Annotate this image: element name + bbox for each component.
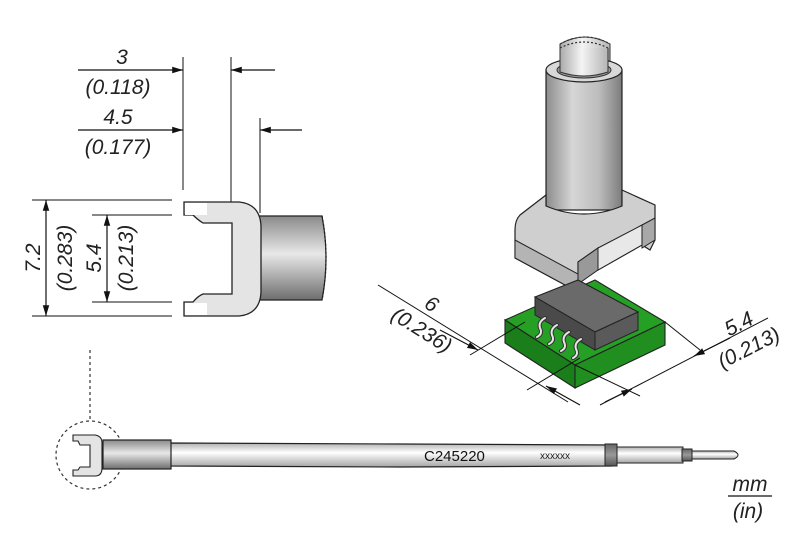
- fork-highlight: [185, 203, 207, 215]
- dim-inner-width-in: (0.118): [86, 76, 151, 99]
- isometric-view: 6 (0.236) 5.4 (0.213): [377, 36, 784, 406]
- dim-inner-height-mm: 5.4: [83, 243, 106, 272]
- fork-highlight: [185, 303, 207, 315]
- break-line: [559, 36, 611, 45]
- units-legend: mm (in): [728, 473, 772, 523]
- fork-prong-end: [641, 217, 656, 249]
- break-line: [321, 215, 327, 301]
- units-primary: mm: [733, 473, 768, 496]
- dimension-arrow: [604, 388, 633, 403]
- dim-outer-width-mm: 4.5: [103, 106, 133, 129]
- part-number-label: C245220: [424, 448, 485, 465]
- serial-label: xxxxxx: [540, 451, 570, 462]
- extension-line: [526, 357, 581, 391]
- tip-band-small: [681, 448, 693, 462]
- extension-line: [469, 321, 526, 356]
- dimension-arrow: [439, 329, 479, 351]
- tip-fork-profile: [183, 201, 262, 317]
- dim-inner-height-in: (0.213): [115, 225, 138, 292]
- pcb-side-right: [574, 321, 666, 389]
- dim-inner-width-mm: 3: [116, 46, 128, 69]
- tip-collar: [102, 439, 172, 470]
- units-secondary: (in): [733, 500, 763, 523]
- tip-tube: [545, 69, 623, 211]
- dim-outer-width-in: (0.177): [85, 136, 152, 159]
- tip-profile-view: 3 (0.118) 4.5 (0.177) 7.2 (0.283) 5.4 (0…: [22, 46, 327, 317]
- chip-leads-highlight: [536, 317, 582, 359]
- chip-side-right: [594, 311, 639, 351]
- dimension-arrow: [545, 385, 581, 406]
- break-line: [559, 41, 609, 49]
- tip-fork-small: [72, 434, 103, 477]
- dim-outer-height-mm: 7.2: [22, 243, 45, 273]
- tip-band: [604, 443, 618, 467]
- tip-side-view: C245220 xxxxxx: [55, 350, 739, 490]
- tip-needle: [691, 450, 739, 460]
- dimension-arrow: [693, 337, 731, 357]
- dim-outer-height-in: (0.283): [54, 225, 77, 292]
- tip-shank-cylinder: [257, 215, 327, 301]
- heater-core-visible: [559, 48, 609, 77]
- extension-line: [664, 321, 701, 351]
- tip-sleeve: [616, 446, 684, 464]
